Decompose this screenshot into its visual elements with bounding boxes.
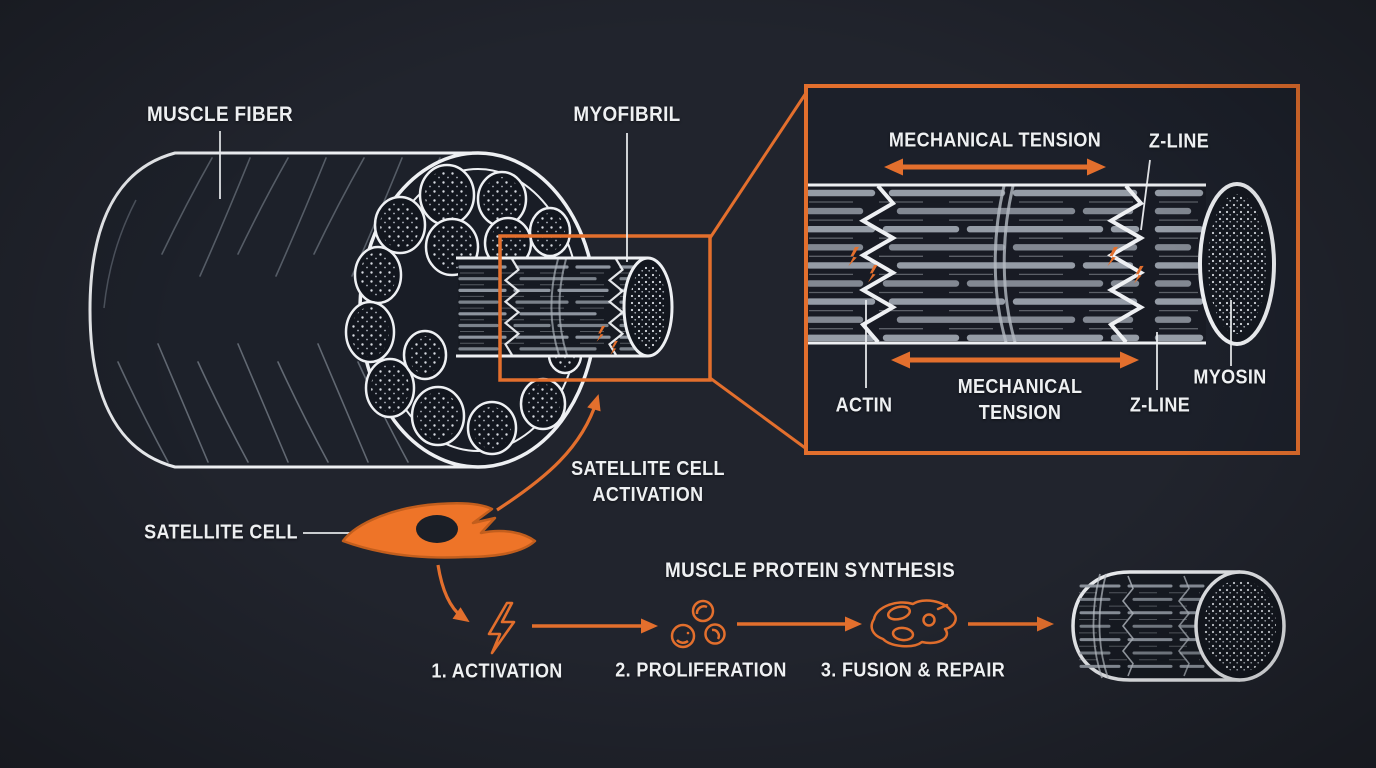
z-line-bottom-label: Z-LINE [1129, 394, 1191, 417]
mechanical-tension-bottom-label: MECHANICAL TENSION [957, 376, 1083, 424]
step-activation-label: 1. ACTIVATION [431, 660, 563, 683]
z-line-right [1106, 184, 1146, 344]
proliferating-cells-icon [670, 599, 726, 649]
process-flow-arrows [532, 616, 1054, 634]
myofibril-label: MYOFIBRIL [573, 103, 681, 126]
myosin-label: MYOSIN [1193, 366, 1267, 389]
z-line-top-label: Z-LINE [1148, 130, 1210, 153]
cell-nucleus [416, 515, 458, 543]
muscle-fiber-cross-section [344, 151, 598, 469]
actin-label: ACTIN [835, 394, 893, 417]
fused-cell-icon [870, 599, 957, 648]
satellite-cell-activation-label: SATELLITE CELL ACTIVATION [571, 458, 725, 506]
zoom-connector-lines [708, 89, 810, 452]
myofibril-cylinder [456, 256, 674, 358]
satellite-activation-arrow [436, 394, 601, 623]
tension-arrow-top [884, 158, 1106, 176]
sarcomere-inset-box [804, 84, 1300, 455]
satellite-cell-label: SATELLITE CELL [144, 521, 298, 544]
muscle-fiber-illustration [88, 151, 598, 469]
step-proliferation-label: 2. PROLIFERATION [615, 659, 787, 682]
repaired-myofibril-illustration [1071, 570, 1286, 682]
zoom-source-box [498, 234, 712, 382]
mechanical-tension-top-label: MECHANICAL TENSION [888, 129, 1102, 152]
step-fusion-repair-label: 3. FUSION & REPAIR [820, 659, 1006, 682]
satellite-cell-illustration [341, 501, 537, 559]
inset-leader-lines [865, 159, 1232, 390]
z-line-left [858, 184, 898, 344]
sarcomere-illustration [805, 182, 1276, 346]
muscle-fiber-label: MUSCLE FIBER [146, 103, 294, 126]
lightning-bolt-icon [487, 601, 516, 655]
tension-arrow-bottom [891, 351, 1139, 369]
muscle-protein-synthesis-title: MUSCLE PROTEIN SYNTHESIS [664, 559, 956, 582]
